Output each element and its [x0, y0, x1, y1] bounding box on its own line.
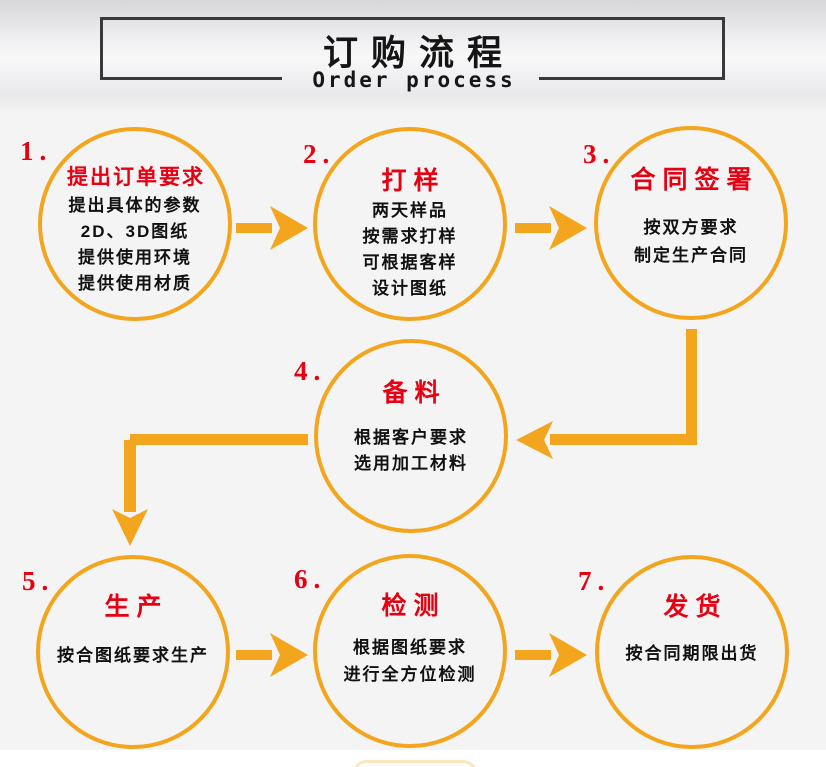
step-line: 两天样品	[372, 201, 448, 220]
step-line: 可根据客样	[362, 253, 458, 272]
step-title: 打样	[381, 167, 446, 195]
step-line: 按合图纸要求生产	[57, 646, 209, 665]
header-box-border-left	[100, 17, 103, 80]
step-line: 进行全方位检测	[343, 665, 477, 684]
page-subtitle: Order process	[312, 68, 516, 92]
step-lines: 按双方要求制定生产合同	[598, 214, 784, 270]
step-number-6: 6.	[294, 564, 327, 594]
step-title: 备料	[382, 379, 447, 407]
step-lines: 两天样品按需求打样可根据客样设计图纸	[317, 198, 503, 302]
arrow-step3-to-step4-elbow	[516, 329, 697, 459]
step-lines: 根据客户要求选用加工材料	[318, 425, 504, 477]
step-circle-production: 生产 按合图纸要求生产	[36, 555, 230, 749]
step-circle-sampling: 打样 两天样品按需求打样可根据客样设计图纸	[313, 127, 507, 321]
step-line: 选用加工材料	[354, 454, 468, 473]
header-box-border-bottom-right	[539, 77, 725, 80]
step-line: 提供使用材质	[78, 274, 192, 293]
step-lines: 提出具体的参数 2D、3D图纸提供使用环境提供使用材质	[42, 193, 228, 297]
step-line: 2D、3D图纸	[80, 222, 190, 241]
step-number-1: 1.	[20, 136, 53, 166]
arrow-step5-to-step6	[236, 633, 308, 677]
step-circle-shipment: 发货 按合同期限出货	[595, 555, 789, 749]
page-title: 订购流程	[322, 34, 515, 73]
step-title: 检测	[381, 592, 446, 620]
step-lines: 按合图纸要求生产	[40, 643, 226, 669]
step-circle-contract-signing: 合同签署 按双方要求制定生产合同	[594, 126, 788, 320]
arrow-step2-to-step3	[515, 206, 587, 250]
step-circle-order-request: 提出订单要求 提出具体的参数 2D、3D图纸提供使用环境提供使用材质	[38, 127, 232, 321]
step-line: 提供使用环境	[78, 248, 192, 267]
step-title: 合同签署	[630, 166, 759, 194]
cutoff-circle-arc	[352, 760, 478, 767]
step-title: 提出订单要求	[67, 166, 205, 189]
step-title: 发货	[663, 593, 728, 621]
step-line: 设计图纸	[372, 279, 448, 298]
step-line: 按合同期限出货	[625, 644, 759, 663]
step-number-4: 4.	[294, 356, 327, 386]
step-number-2: 2.	[303, 139, 336, 169]
step-line: 制定生产合同	[634, 246, 748, 265]
step-circle-material-preparation: 备料 根据客户要求选用加工材料	[314, 339, 508, 533]
header-box-border-top	[100, 17, 725, 20]
bottom-white-strip	[0, 750, 826, 767]
step-line: 按需求打样	[362, 227, 458, 246]
step-lines: 根据图纸要求进行全方位检测	[317, 634, 503, 688]
arrow-step6-to-step7	[515, 633, 587, 677]
header-box-border-right	[722, 17, 725, 80]
step-number-7: 7.	[578, 566, 611, 596]
step-lines: 按合同期限出货	[599, 641, 785, 667]
step-line: 根据客户要求	[354, 428, 468, 447]
step-title: 生产	[104, 593, 169, 621]
step-line: 提出具体的参数	[68, 196, 202, 215]
step-line: 根据图纸要求	[353, 638, 467, 657]
step-line: 按双方要求	[643, 218, 739, 237]
arrow-step4-to-step5-elbow	[112, 434, 308, 546]
step-number-5: 5.	[22, 566, 55, 596]
step-number-3: 3.	[583, 139, 616, 169]
arrow-step1-to-step2	[236, 206, 308, 250]
header-box-border-bottom-left	[100, 77, 282, 80]
step-circle-inspection: 检测 根据图纸要求进行全方位检测	[313, 554, 507, 748]
